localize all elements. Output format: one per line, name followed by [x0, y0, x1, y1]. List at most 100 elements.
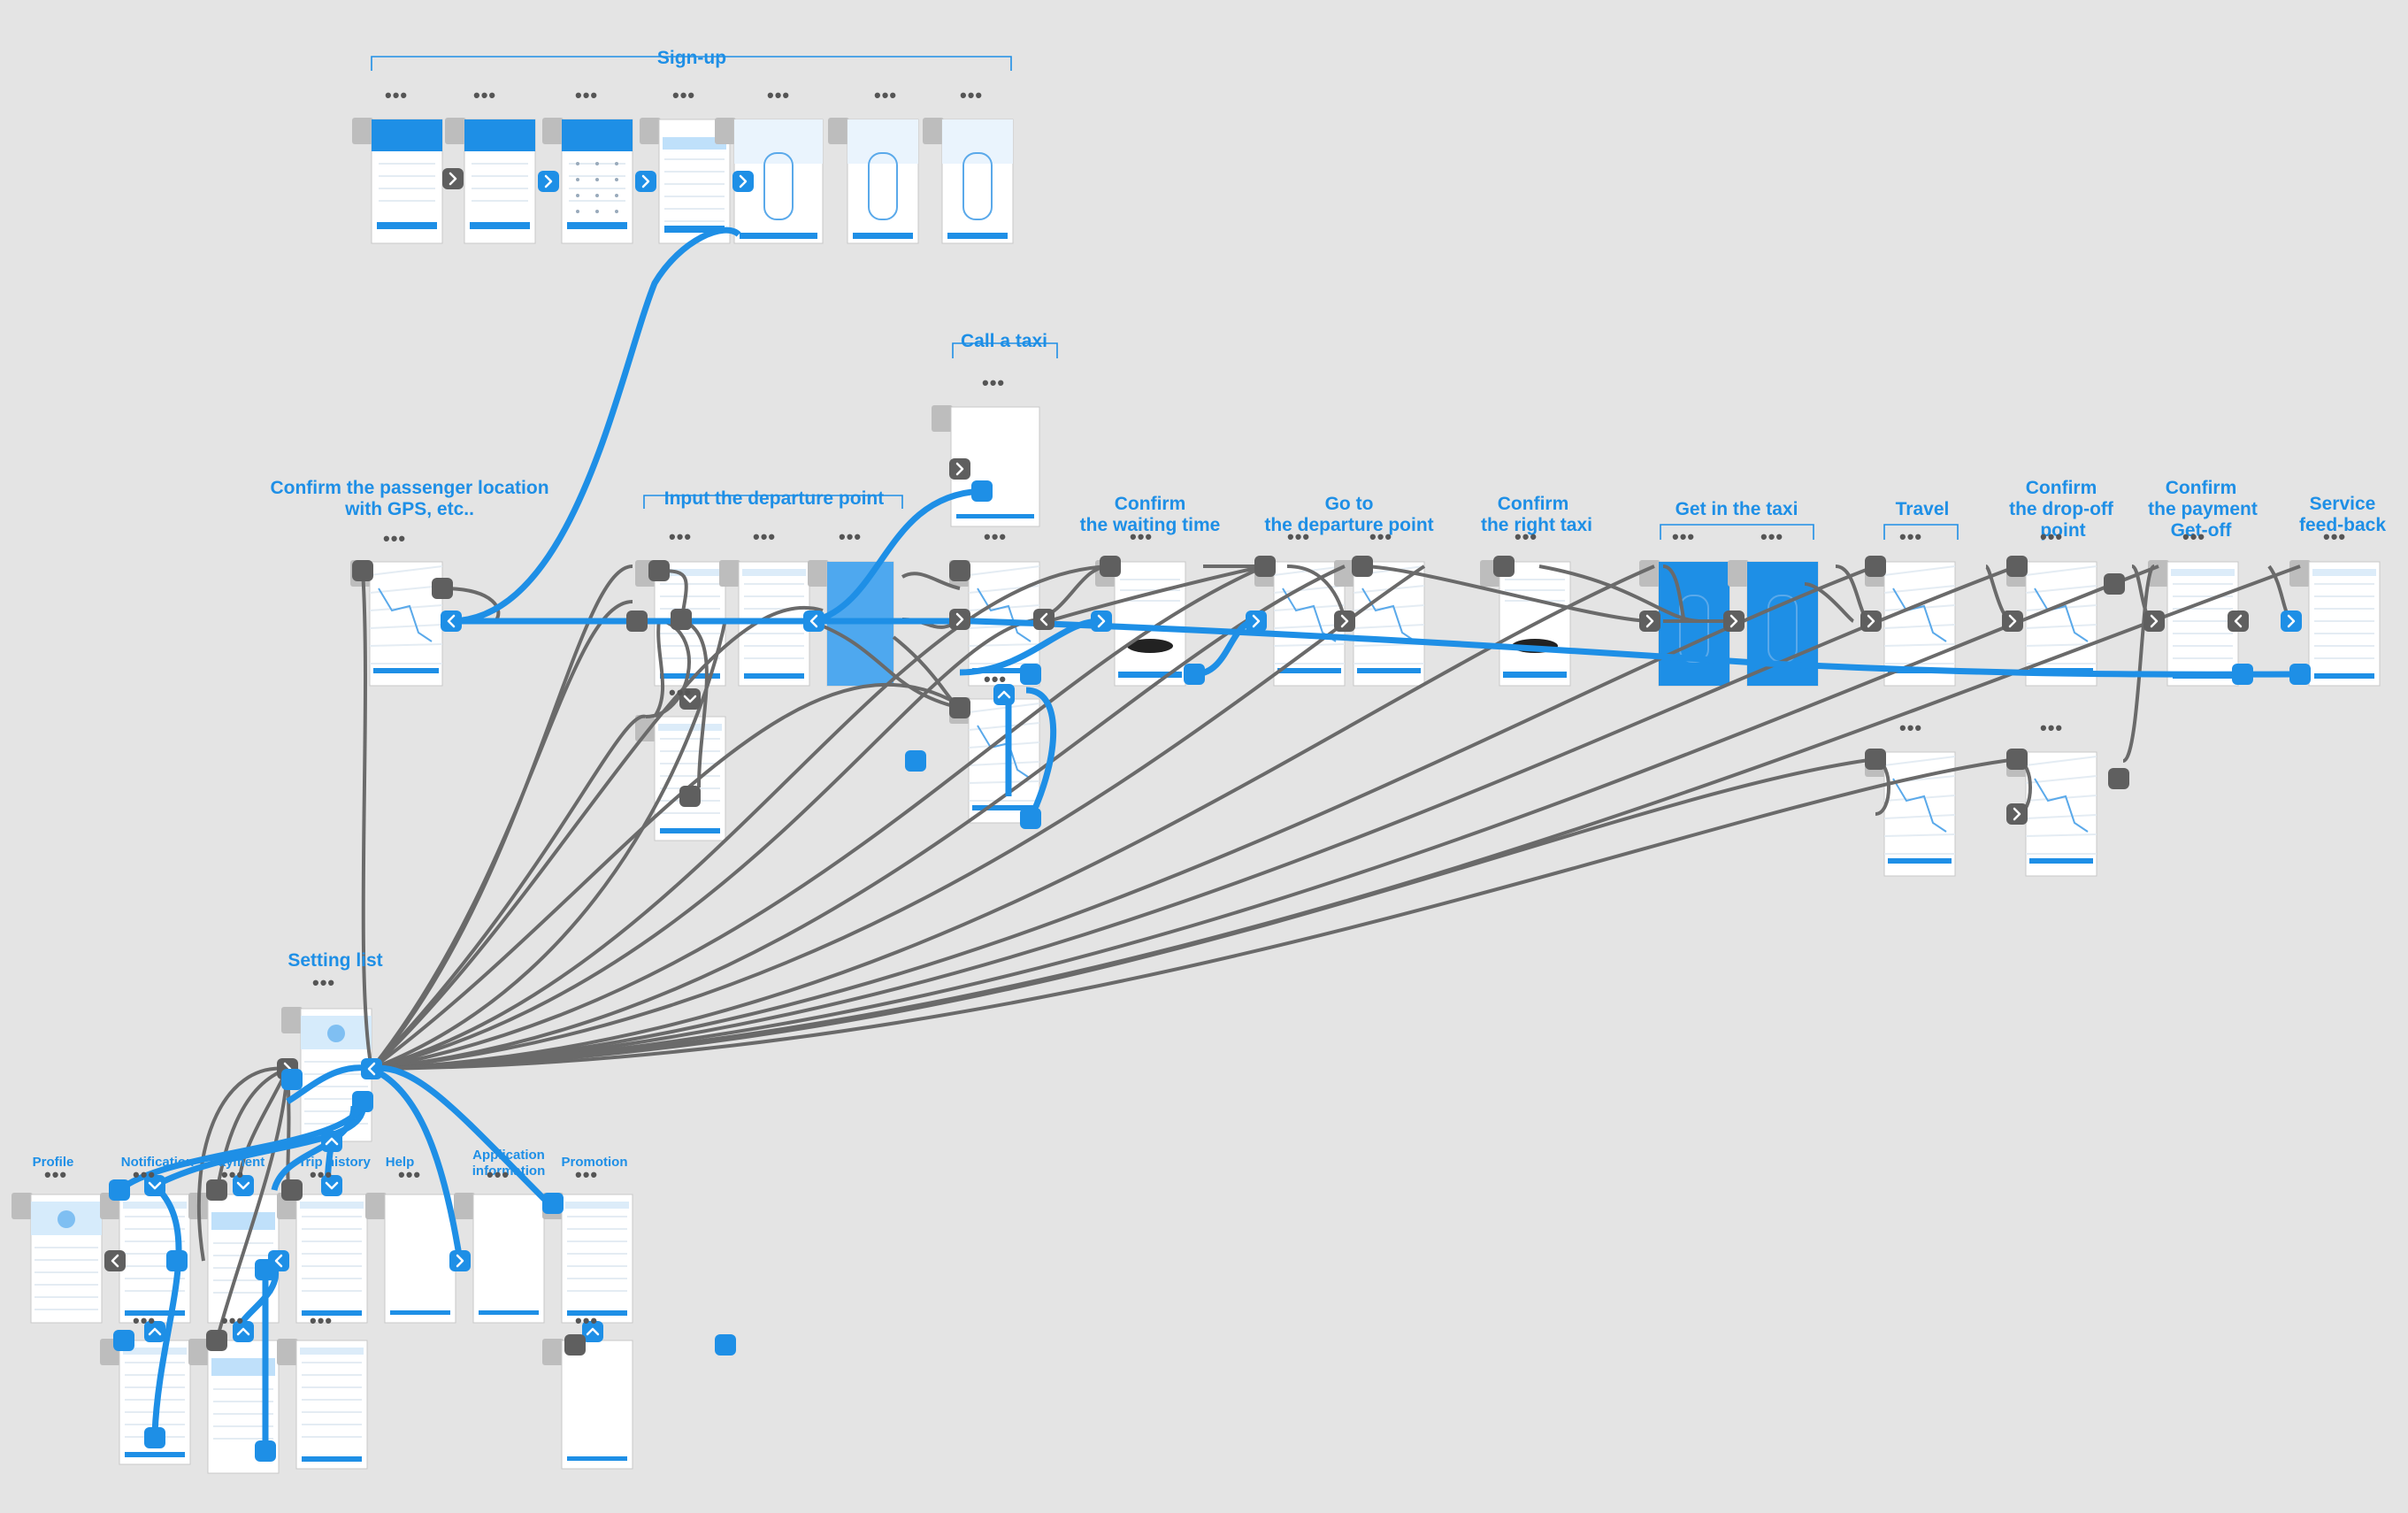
screen-thumbnail — [445, 118, 536, 244]
map-route — [2034, 778, 2089, 833]
handle-box — [109, 1179, 130, 1201]
label-notification: Notification — [121, 1155, 195, 1170]
map-street — [369, 624, 443, 629]
screen-button — [2029, 858, 2093, 864]
screen-tab — [454, 1193, 475, 1219]
label-confirm-waiting-line2: the waiting time — [1080, 515, 1221, 535]
chevron-icon — [641, 174, 650, 188]
screen-thumbnail — [715, 118, 824, 244]
chevron-icon — [809, 614, 818, 628]
taxi-car-icon — [1127, 639, 1173, 653]
handle-box — [1254, 556, 1276, 577]
handle-box — [971, 480, 993, 502]
ellipsis-marker: ••• — [669, 526, 692, 548]
connector-handle — [109, 1179, 130, 1201]
chevron-icon — [2013, 807, 2021, 821]
connector-handle — [2289, 664, 2311, 685]
chevron-icon — [236, 1181, 250, 1190]
handle-box — [803, 611, 824, 632]
connector-handle — [993, 684, 1015, 705]
handle-box — [1860, 611, 1882, 632]
handle-box — [281, 1179, 303, 1201]
connector-handle — [564, 1334, 586, 1356]
handle-box — [441, 611, 462, 632]
connector-handle — [1352, 556, 1373, 577]
screen-button — [1503, 672, 1567, 678]
ellipsis-marker: ••• — [575, 84, 598, 106]
screen-button — [853, 233, 913, 239]
ellipsis-marker: ••• — [1760, 526, 1783, 548]
handle-box — [1865, 749, 1886, 770]
section-brackets — [371, 56, 1959, 540]
handle-box — [949, 609, 970, 630]
connector-handle — [104, 1250, 126, 1271]
label-profile: Profile — [33, 1155, 74, 1170]
handle-box — [2289, 664, 2311, 685]
connector-handle — [281, 1179, 303, 1201]
label-payment: Payment — [210, 1155, 265, 1170]
screen-thumbnail — [542, 118, 633, 244]
connector-handle — [1020, 808, 1041, 829]
map-street — [968, 565, 1040, 576]
handle-box — [352, 1091, 373, 1112]
screen-button — [1752, 675, 1813, 681]
screen-tab — [635, 715, 656, 741]
screen-thumbnail — [277, 1339, 368, 1470]
label-dropoff-line3: point — [2040, 520, 2085, 541]
connector-handle — [2006, 556, 2028, 577]
screen-tab — [715, 118, 736, 144]
ellipsis-marker: ••• — [874, 84, 897, 106]
handle-box — [635, 171, 656, 192]
connector-handle — [949, 609, 970, 630]
map-route — [1892, 588, 1947, 642]
map-route — [977, 588, 1031, 642]
screen-header — [562, 119, 633, 151]
ellipsis-marker: ••• — [221, 1309, 244, 1332]
label-travel: Travel — [1896, 499, 1950, 519]
screen-frame — [472, 1194, 545, 1324]
ellipsis-marker: ••• — [2182, 526, 2205, 548]
screen-frame — [1883, 561, 1956, 687]
label-app-info-line1: Application — [472, 1148, 545, 1163]
screen-button — [302, 1456, 362, 1462]
handle-box — [1100, 556, 1121, 577]
handle-box — [626, 611, 648, 632]
label-payment-line1: Confirm — [2166, 478, 2237, 498]
screen-header — [658, 569, 722, 576]
connector-handle — [949, 560, 970, 581]
map-street — [1883, 756, 1956, 766]
handle-box — [2108, 768, 2129, 789]
handle-box — [905, 750, 926, 772]
screen-button — [972, 805, 1036, 810]
ellipsis-marker: ••• — [753, 526, 776, 548]
ellipsis-marker: ••• — [221, 1164, 244, 1186]
label-signup: Sign-up — [657, 48, 726, 68]
ellipsis-marker: ••• — [1515, 526, 1538, 548]
ellipsis-marker: ••• — [44, 1164, 67, 1186]
connector-handle — [352, 560, 373, 581]
label-trip-history: Trip history — [298, 1155, 371, 1170]
ellipsis-marker: ••• — [1899, 717, 1922, 739]
map-street — [1883, 643, 1956, 647]
car-outline-icon — [763, 152, 794, 220]
handle-box — [1723, 611, 1745, 632]
connector-handle — [281, 1069, 303, 1090]
screen-button — [1888, 858, 1952, 864]
connector-handle — [1184, 664, 1205, 685]
ellipsis-marker: ••• — [984, 668, 1007, 690]
handle-box — [206, 1179, 227, 1201]
screen-thumbnail — [1480, 560, 1571, 687]
connector-handle — [233, 1175, 254, 1196]
screen-button — [479, 1310, 539, 1315]
ellipsis-marker: ••• — [383, 527, 406, 549]
connector-handle — [949, 458, 970, 480]
chevron-icon — [1252, 614, 1261, 628]
screen-tab — [719, 560, 740, 587]
map-street — [2025, 814, 2097, 819]
connector-handle — [166, 1250, 188, 1271]
map-street — [2025, 643, 2097, 647]
handle-box — [1184, 664, 1205, 685]
screen-thumbnail — [923, 118, 1014, 244]
handle-box — [671, 609, 692, 630]
ellipsis-marker: ••• — [310, 1164, 333, 1186]
